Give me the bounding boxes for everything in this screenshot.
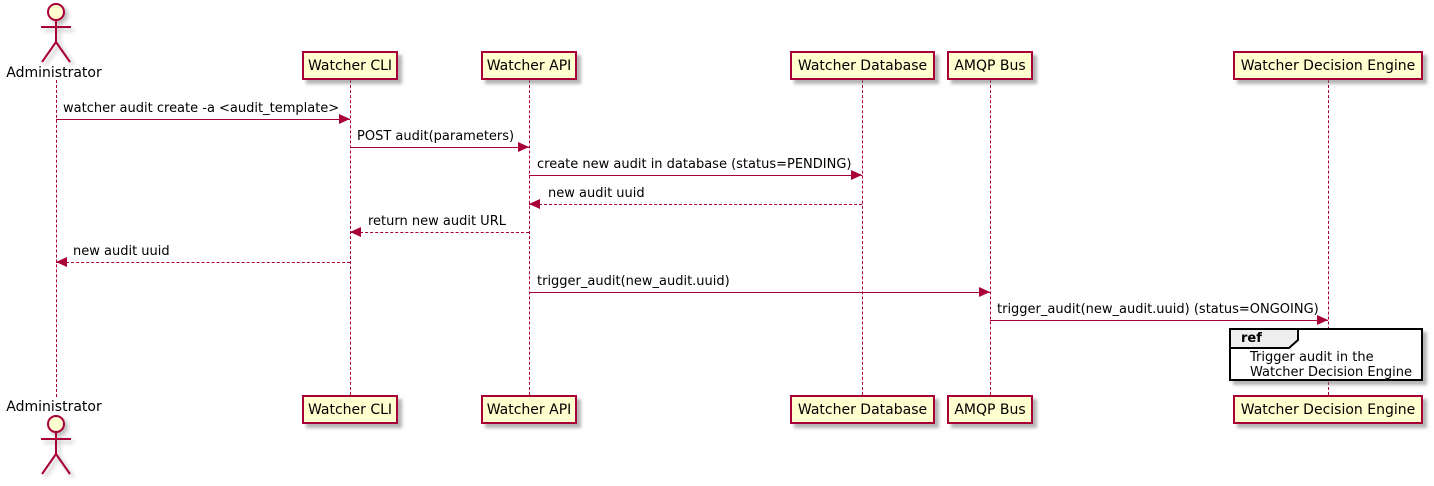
message-line [350, 147, 529, 148]
participant-label: Watcher Database [797, 57, 928, 74]
lifeline-watcher-api [529, 80, 530, 395]
participant-watcher-cli-bottom: Watcher CLI [302, 395, 398, 424]
arrowhead-icon [56, 257, 67, 267]
participant-label: Watcher CLI [307, 57, 393, 74]
participant-watcher-api-top: Watcher API [481, 51, 577, 80]
message-line [529, 175, 862, 176]
message-label: return new audit URL [368, 214, 506, 229]
participant-label: Watcher CLI [307, 401, 393, 418]
participant-watcher-database-bottom: Watcher Database [790, 395, 935, 424]
participant-watcher-database-top: Watcher Database [790, 51, 935, 80]
participant-watcher-decision-engine-bottom: Watcher Decision Engine [1233, 395, 1423, 424]
lifeline-amqp-bus [990, 80, 991, 395]
participant-watcher-cli-top: Watcher CLI [302, 51, 398, 80]
actor-icon [41, 3, 71, 63]
actor-label-top: Administrator [6, 65, 102, 81]
participant-label: Watcher API [486, 57, 572, 74]
message-line [56, 119, 350, 120]
lifeline-watcher-decision-engine [1328, 80, 1329, 395]
message-line [56, 262, 350, 263]
participant-label: AMQP Bus [954, 57, 1026, 74]
ref-fragment: ref Trigger audit in the Watcher Decisio… [1229, 328, 1423, 381]
lifeline-watcher-database [862, 80, 863, 395]
message-label: new audit uuid [548, 186, 645, 201]
ref-body-line: Trigger audit in the [1250, 350, 1374, 365]
arrowhead-icon [518, 142, 529, 152]
participant-label: AMQP Bus [954, 401, 1026, 418]
ref-body-line: Watcher Decision Engine [1250, 365, 1412, 380]
message-line [990, 320, 1328, 321]
ref-tab-shape [1229, 328, 1299, 349]
message-line [529, 292, 990, 293]
message-label: trigger_audit(new_audit.uuid) [537, 274, 730, 289]
message-line [529, 204, 862, 205]
message-label: trigger_audit(new_audit.uuid) (status=ON… [997, 302, 1319, 317]
participant-watcher-api-bottom: Watcher API [481, 395, 577, 424]
message-label: new audit uuid [73, 244, 170, 259]
ref-body-text: Trigger audit in the Watcher Decision En… [1250, 350, 1412, 380]
message-label: create new audit in database (status=PEN… [537, 157, 852, 172]
message-label: POST audit(parameters) [357, 129, 515, 144]
lifeline-watcher-cli [350, 80, 351, 395]
participant-label: Watcher Decision Engine [1240, 57, 1416, 74]
message-label: watcher audit create -a <audit_template> [63, 101, 340, 116]
participant-label: Watcher Database [797, 401, 928, 418]
actor-label-bottom: Administrator [6, 399, 102, 415]
participant-amqp-bus-top: AMQP Bus [947, 51, 1033, 80]
arrowhead-icon [851, 170, 862, 180]
arrowhead-icon [979, 287, 990, 297]
arrowhead-icon [339, 114, 350, 124]
message-line [350, 232, 529, 233]
lifeline-administrator [56, 80, 57, 397]
participant-amqp-bus-bottom: AMQP Bus [947, 395, 1033, 424]
actor-icon [41, 415, 71, 475]
participant-watcher-decision-engine-top: Watcher Decision Engine [1233, 51, 1423, 80]
ref-keyword: ref [1241, 331, 1262, 346]
participant-label: Watcher API [486, 401, 572, 418]
arrowhead-icon [350, 227, 361, 237]
participant-label: Watcher Decision Engine [1240, 401, 1416, 418]
arrowhead-icon [529, 199, 540, 209]
arrowhead-icon [1317, 315, 1328, 325]
